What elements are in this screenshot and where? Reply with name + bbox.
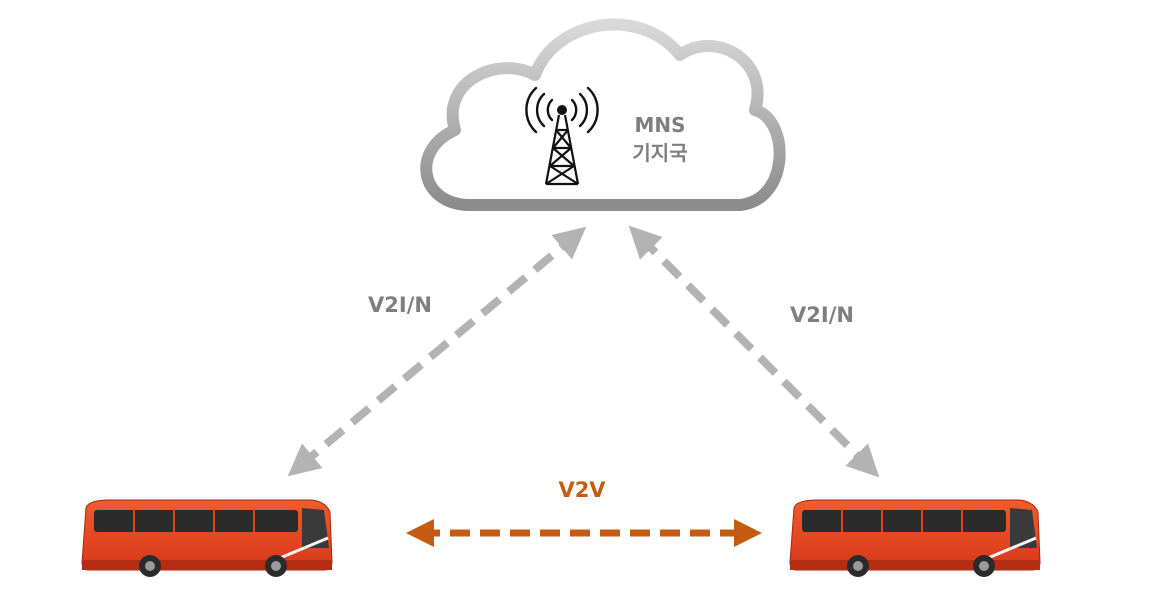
- v2i-left-label: V2I/N: [368, 293, 432, 317]
- bus-icon-left: [81, 499, 333, 577]
- cell-tower-icon: [520, 86, 604, 188]
- bus-icon-right: [789, 499, 1041, 577]
- station-label-line2: 기지국: [632, 141, 687, 165]
- v2i-left-arrow: [287, 226, 587, 477]
- v2v-label: V2V: [558, 478, 606, 502]
- v2i-right-label: V2I/N: [790, 303, 854, 327]
- station-label-line1: MNS: [634, 113, 685, 137]
- v2i-right-arrow: [628, 225, 880, 478]
